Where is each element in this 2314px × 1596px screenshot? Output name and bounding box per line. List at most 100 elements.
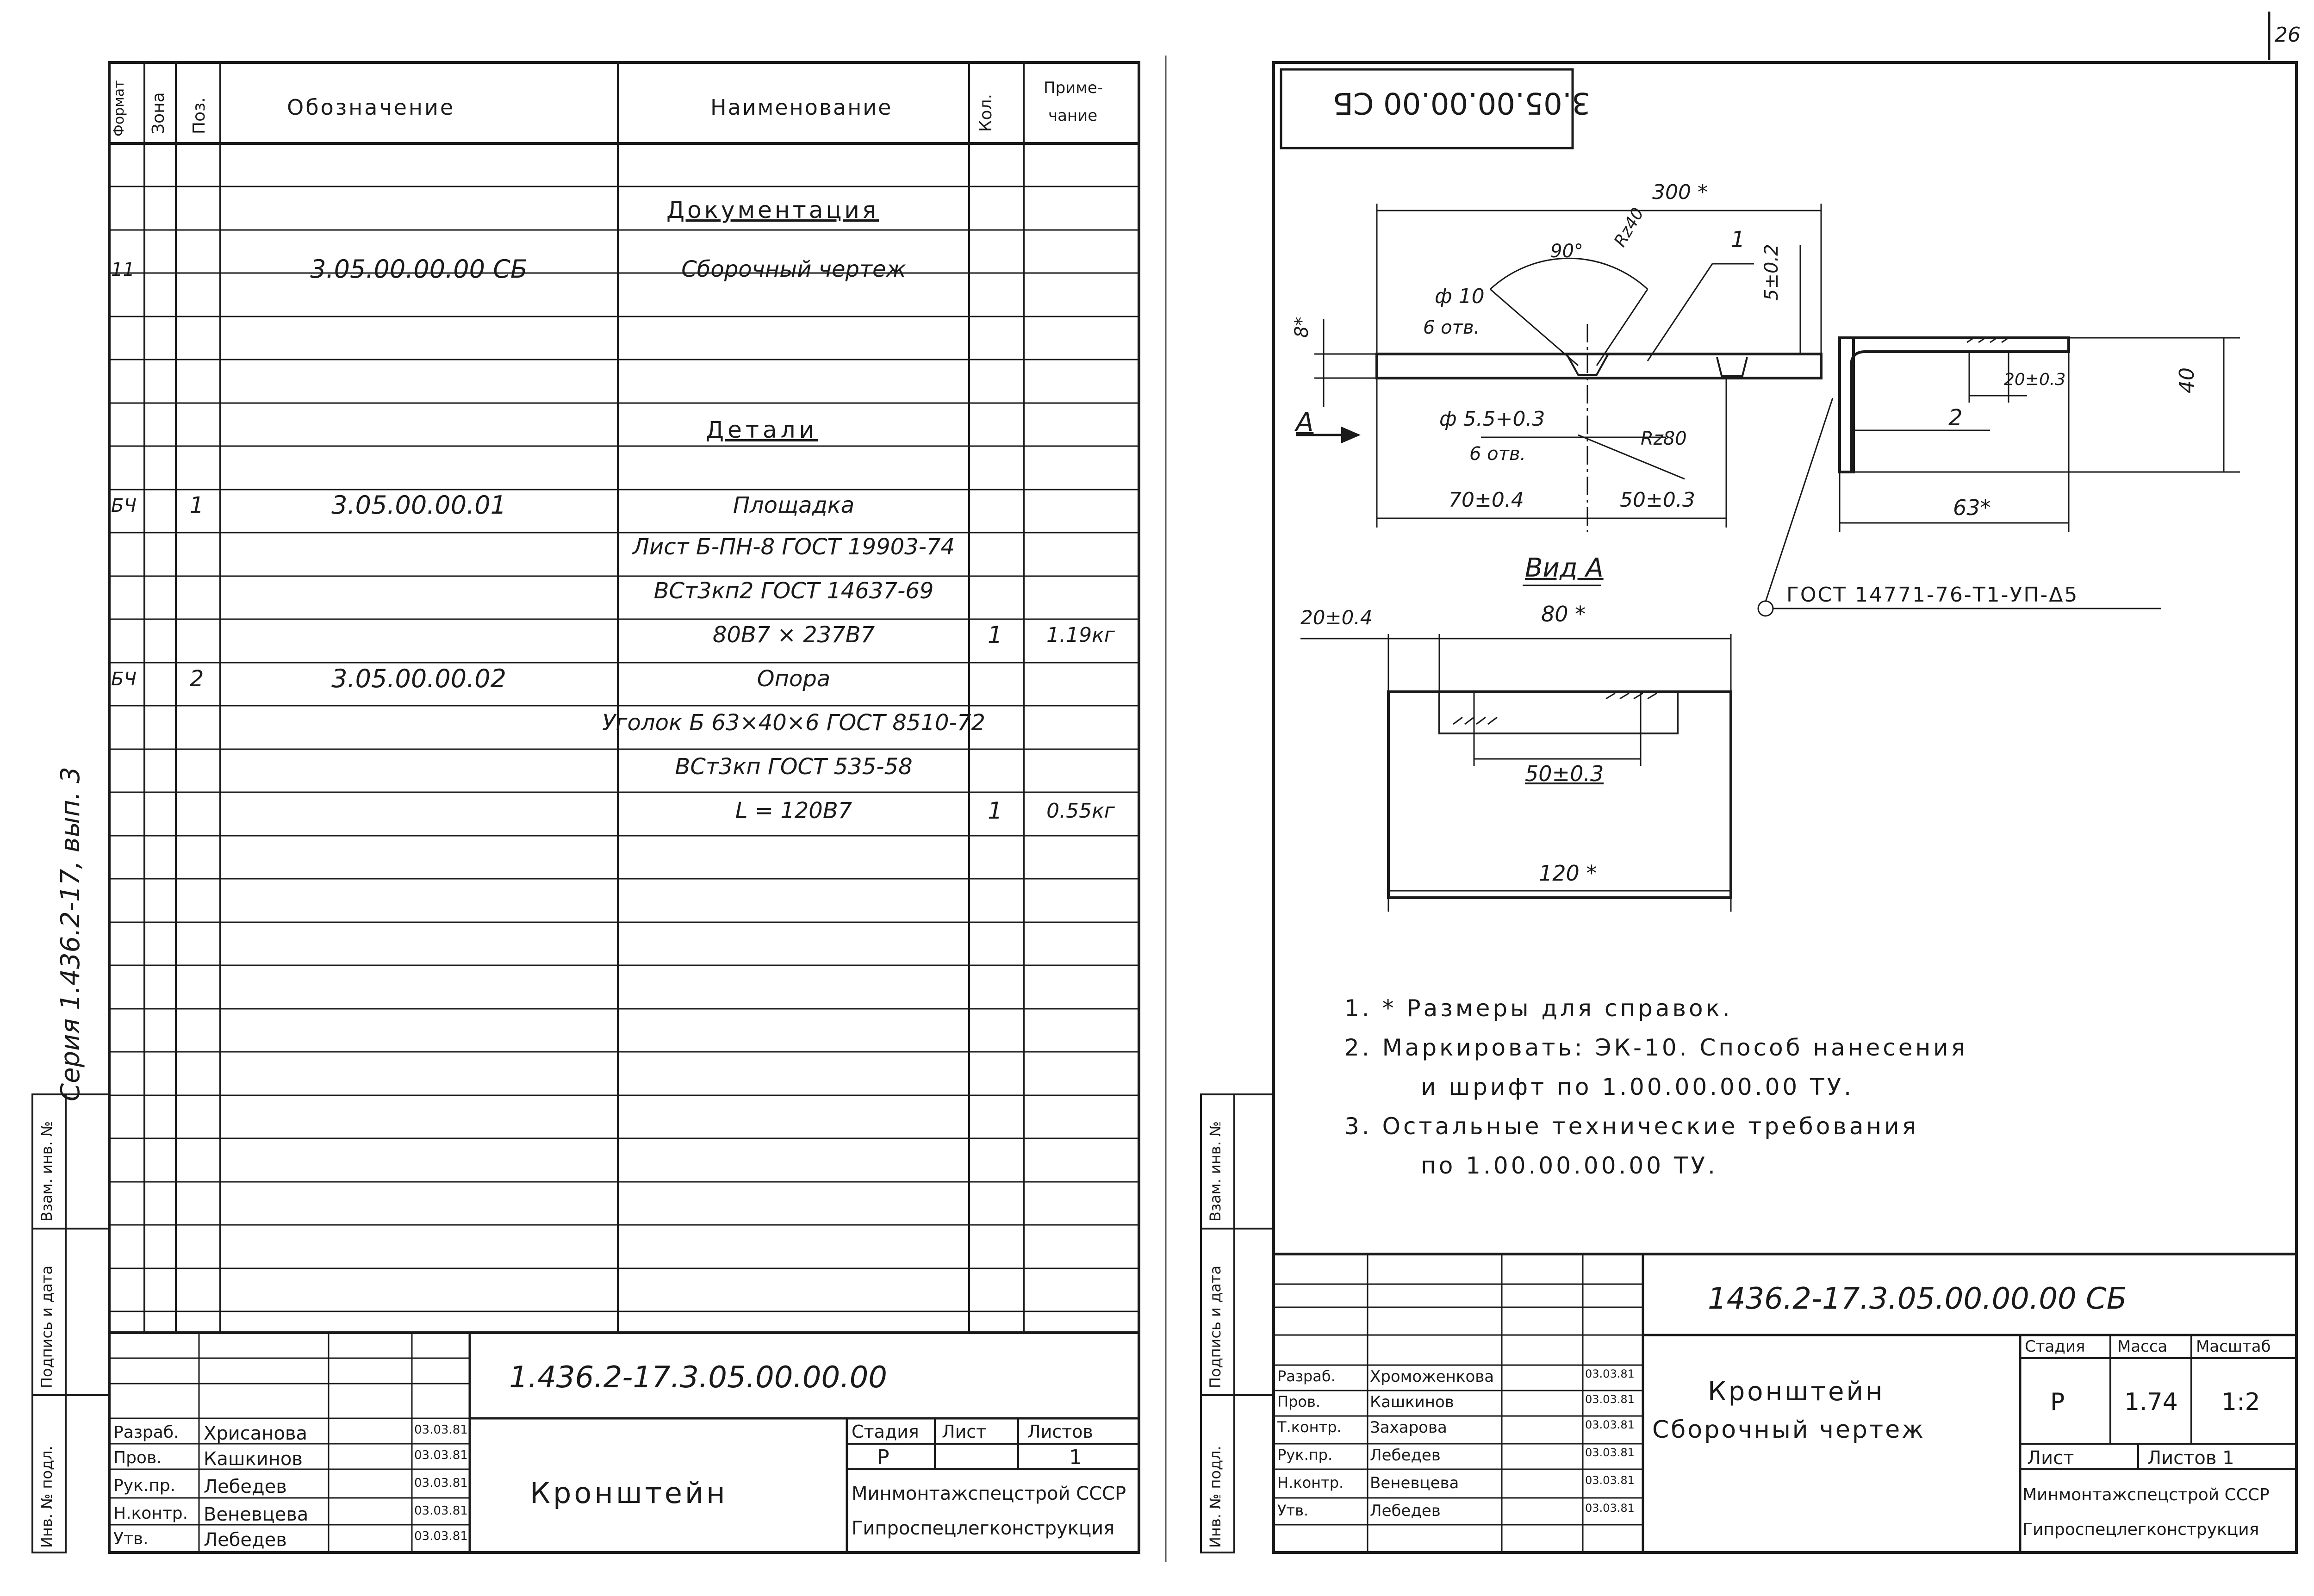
stamp-org-1: Минмонтажспецстрой СССР [852, 1483, 1126, 1504]
col-header-name: Наименование [710, 95, 893, 120]
stamp-scale-label: Масштаб [2196, 1337, 2271, 1356]
row-qty: 1 [988, 621, 1002, 648]
row-pos: 2 [189, 666, 204, 692]
col-header-format: Формат [111, 80, 127, 137]
margin-sign-label-right: Подпись и дата [1207, 1265, 1224, 1388]
stamp-person-date: 03.03.81 [414, 1448, 468, 1462]
row-name: ВСт3кп2 ГОСТ 14637-69 [653, 578, 934, 604]
stamp-person-date: 03.03.81 [1585, 1474, 1635, 1487]
col-header-qty: Кол. [977, 93, 995, 132]
dim-50-b: 50±0.3 [1525, 761, 1604, 786]
stamp-org-1-right: Минмонтажспецстрой СССР [2022, 1485, 2270, 1504]
stamp-mass: 1.74 [2124, 1388, 2178, 1416]
stamp-sheet-label: Лист [942, 1422, 987, 1442]
stamp-person-name: Хроможенкова [1370, 1367, 1494, 1386]
stamp-person-name: Веневцева [204, 1504, 309, 1525]
margin-sign-label: Подпись и дата [38, 1265, 56, 1388]
stamp-sheets-label: Листов [1027, 1422, 1093, 1442]
stamp-code-right: 1436.2-17.3.05.00.00.00 СБ [1708, 1282, 2127, 1316]
row-name: ВСт3кп ГОСТ 535-58 [675, 754, 913, 780]
view-arrow-a: А [1296, 407, 1314, 437]
mirrored-code: 3.05.00.00.00 СБ [1333, 86, 1591, 120]
dim-phi10: ф 10 [1435, 285, 1485, 308]
stamp-sheets: 1 [1069, 1446, 1082, 1469]
row-name: L = 120В7 [735, 798, 852, 824]
row-name: Уголок Б 63×40×6 ГОСТ 8510-72 [602, 710, 985, 736]
section-parts: Детали [706, 416, 818, 443]
row-format: БЧ [111, 495, 137, 516]
col-header-zone: Зона [149, 92, 168, 134]
dim-40: 40 [2175, 367, 2199, 393]
row-designation: 3.05.00.00.00 СБ [310, 254, 528, 284]
stamp-person-name: Кашкинов [204, 1448, 303, 1470]
row-pos: 1 [189, 492, 204, 518]
row-format: 11 [111, 259, 135, 280]
row-name: Лист Б-ПН-8 ГОСТ 19903-74 [632, 534, 955, 560]
dim-phi55: ф 5.5+0.3 [1439, 407, 1545, 431]
stamp-person-date: 03.03.81 [414, 1529, 468, 1543]
stamp-title-right-2: Сборочный чертеж [1652, 1416, 1925, 1444]
section-documentation: Документация [666, 197, 879, 224]
dim-300: 300 * [1652, 180, 1708, 204]
stamp-person-name: Веневцева [1370, 1474, 1459, 1492]
stamp-person-date: 03.03.81 [1585, 1502, 1635, 1515]
stamp-person-name: Лебедев [204, 1476, 287, 1497]
stamp-person-role: Разраб. [113, 1423, 179, 1442]
note-line: и шрифт по 1.00.00.00.00 ТУ. [1421, 1074, 1854, 1100]
stamp-person-role: Пров. [113, 1448, 162, 1467]
margin-replace-label: Взам. инв. № [38, 1121, 56, 1222]
row-note: 1.19кг [1046, 623, 1115, 647]
col-header-note-1: Приме- [1044, 79, 1103, 97]
margin-inv-label: Инв. № подл. [38, 1446, 56, 1548]
stamp-person-role: Разраб. [1277, 1367, 1336, 1385]
weld-symbol: ГОСТ 14771-76-Т1-УП-Δ5 [1786, 583, 2079, 607]
stamp-sheet-label-right: Лист [2027, 1447, 2074, 1469]
note-line: по 1.00.00.00.00 ТУ. [1421, 1152, 1718, 1179]
stamp-sheets-label-right: Листов 1 [2147, 1447, 2234, 1469]
note-line: 1. * Размеры для справок. [1344, 995, 1733, 1022]
stamp-person-date: 03.03.81 [1585, 1367, 1635, 1380]
margin-replace-label-right: Взам. инв. № [1207, 1121, 1224, 1222]
dim-5: 5±0.2 [1761, 244, 1782, 301]
dim-20-b: 20±0.4 [1300, 606, 1373, 629]
stamp-person-name: Хрисанова [204, 1423, 308, 1444]
dim-70: 70±0.4 [1449, 488, 1524, 512]
dim-angle-90: 90° [1550, 241, 1583, 262]
dim-20: 20±0.3 [2004, 370, 2066, 389]
stamp-stage-label: Стадия [852, 1422, 919, 1442]
stamp-code: 1.436.2-17.3.05.00.00.00 [509, 1360, 887, 1395]
series-label: Серия 1.436.2-17, вып. 3 [56, 767, 86, 1101]
stamp-person-role: Рук.пр. [113, 1476, 176, 1495]
stamp-person-date: 03.03.81 [414, 1504, 468, 1518]
stamp-scale: 1:2 [2221, 1388, 2260, 1416]
stamp-title: Кронштейн [530, 1476, 728, 1510]
row-name: Опора [757, 666, 831, 692]
leader-2: 2 [1948, 405, 1963, 431]
stamp-mass-label: Масса [2117, 1337, 2168, 1356]
stamp-stage-label-right: Стадия [2025, 1337, 2085, 1356]
dim-120: 120 * [1539, 861, 1597, 886]
col-header-designation: Обозначение [287, 95, 455, 120]
leader-1: 1 [1731, 227, 1745, 253]
dim-80: 80 * [1541, 602, 1586, 627]
stamp-org-2-right: Гипроспецлегконструкция [2022, 1520, 2259, 1539]
stamp-person-role: Т.контр. [1277, 1418, 1342, 1436]
row-note: 0.55кг [1046, 799, 1115, 823]
margin-inv-label-right: Инв. № подл. [1207, 1446, 1224, 1548]
row-qty: 1 [988, 797, 1002, 824]
stamp-person-date: 03.03.81 [1585, 1446, 1635, 1459]
stamp-person-date: 03.03.81 [1585, 1393, 1635, 1406]
stamp-person-role: Пров. [1277, 1393, 1320, 1410]
note-line: 2. Маркировать: ЭК-10. Способ нанесения [1344, 1034, 1968, 1061]
row-designation: 3.05.00.00.01 [331, 490, 506, 520]
row-format: БЧ [111, 669, 137, 690]
stamp-person-role: Н.контр. [1277, 1474, 1344, 1491]
dim-8: 8* [1291, 317, 1313, 338]
dim-6-holes-2: 6 отв. [1469, 443, 1526, 465]
stamp-person-name: Лебедев [1370, 1502, 1441, 1520]
dim-6-holes: 6 отв. [1423, 317, 1480, 338]
stamp-person-role: Рук.пр. [1277, 1446, 1333, 1464]
stamp-person-date: 03.03.81 [414, 1476, 468, 1490]
row-name: 80В7 × 237В7 [712, 622, 875, 648]
